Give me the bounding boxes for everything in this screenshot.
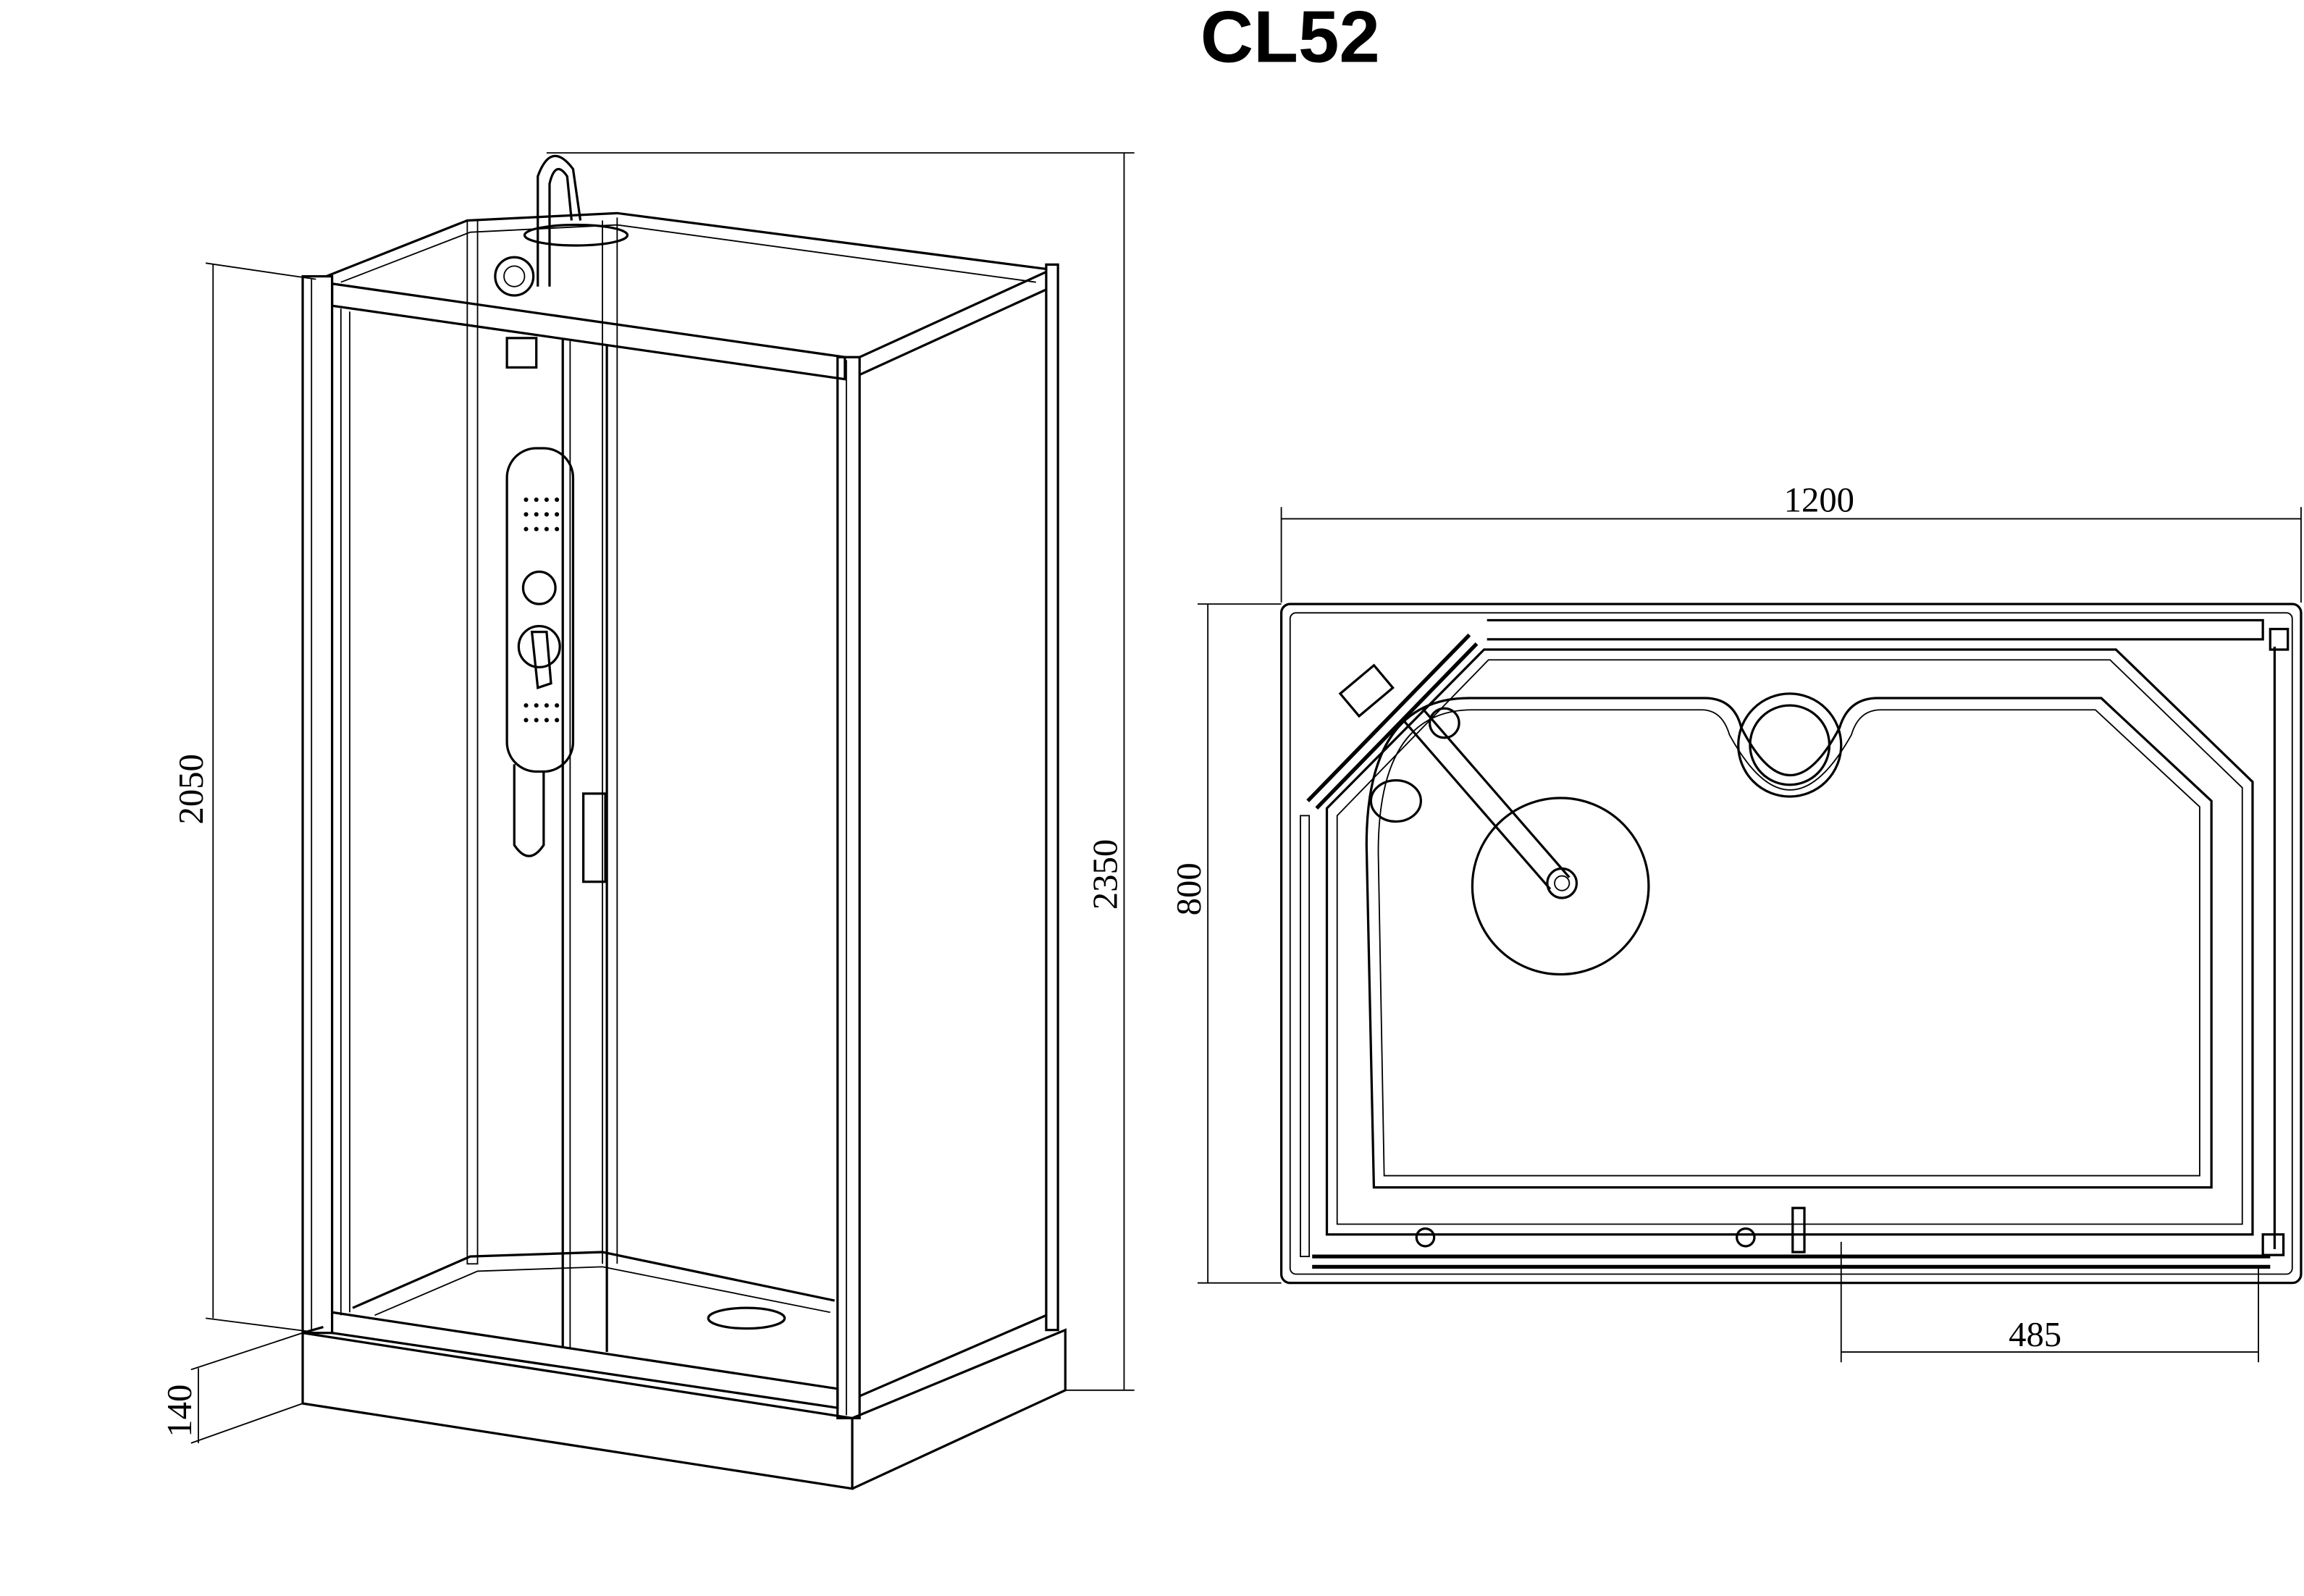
dimension-485: 485 [1840,1241,2260,1363]
dimension-1200: 1200 [1280,480,2302,603]
tray-side-skirt [852,1328,1067,1490]
dim-label-1200: 1200 [1784,480,1854,519]
front-right-post [836,356,861,1420]
tray-outer [1279,602,2303,1285]
side-panel-edges [859,271,1047,1398]
door-handle [582,792,607,883]
rain-shower-head [523,223,629,247]
drain-icon [707,1306,786,1330]
shower-column [494,154,629,857]
tray-front-skirt [301,1331,854,1490]
tray-inner-edge [352,1251,835,1309]
dimension-2350: 2350 [546,152,1135,1391]
dimension-800: 800 [1169,603,1282,1284]
front-rail [1312,1254,2271,1269]
rear-right-post [1045,263,1059,1332]
back-corner-post [466,219,479,1265]
drawing-title: CL52 [1201,0,1380,77]
hand-shower-plan [1369,779,1422,823]
hand-shower-head [494,256,535,297]
back-rail [1487,618,2264,641]
front-top-bar [331,282,846,381]
dim-label-485: 485 [2009,1315,2061,1354]
dim-label-140: 140 [160,1385,199,1437]
dim-label-2050: 2050 [172,754,211,824]
front-left-post [301,274,334,1335]
diagonal-panel [1306,633,1479,810]
drain-inner [1749,704,1831,786]
back-top-frame [325,211,1047,278]
rain-shower-plan [1471,797,1650,976]
shower-cabin-3d-view: 2050 2350 140 [160,152,1135,1490]
dim-label-2350: 2350 [1085,839,1124,910]
dimension-140: 140 [160,1332,303,1444]
shower-panel [505,447,575,773]
dimension-2050: 2050 [172,262,316,1332]
shower-cabin-plan-view: 1200 800 485 [1169,480,2303,1363]
drain-outer [1737,692,1843,798]
tray-rim [1325,648,2254,1236]
dim-label-800: 800 [1169,862,1208,915]
